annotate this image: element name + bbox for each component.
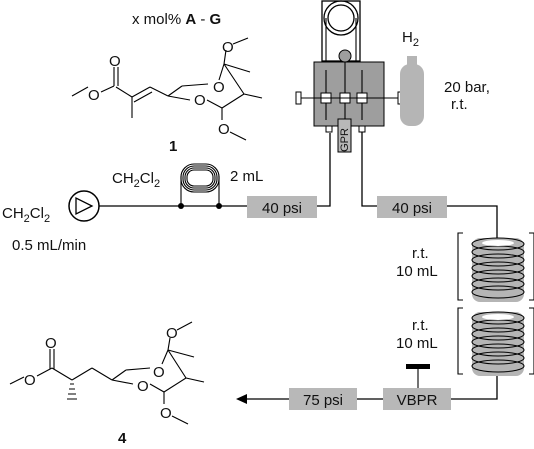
vbpr-label: VBPR bbox=[397, 392, 438, 409]
outlet-back-pressure-label: 75 psi bbox=[303, 392, 343, 409]
ring-oxygen-2: O bbox=[213, 79, 225, 96]
ring-oxygen-1: O bbox=[194, 92, 206, 109]
outlet-pressure-box bbox=[377, 196, 447, 218]
product-carbonyl-oxygen: O bbox=[45, 335, 57, 352]
gas-liquid-reactor bbox=[295, 0, 404, 153]
outlet-back-pressure-box bbox=[289, 388, 357, 410]
reactor1-volume: 10 mL bbox=[396, 263, 438, 280]
carbonyl-oxygen-atom: O bbox=[109, 53, 121, 70]
sample-loop-coil bbox=[178, 163, 222, 209]
coil-reactor-1 bbox=[457, 232, 534, 302]
reactor2-volume: 10 mL bbox=[396, 335, 438, 352]
compound-1-label: 1 bbox=[169, 138, 177, 155]
gpr-label: GPR bbox=[339, 128, 351, 152]
methoxy-oxygen-bottom: O bbox=[218, 121, 230, 138]
loop-solvent-label: CH2Cl2 bbox=[112, 170, 160, 190]
product-arrowhead bbox=[236, 394, 247, 404]
flow-rate-label: 0.5 mL/min bbox=[12, 237, 86, 254]
product-ring-oxygen-1: O bbox=[137, 378, 149, 395]
product-methoxy-oxygen-top: O bbox=[166, 325, 178, 342]
reactor2-temperature: r.t. bbox=[412, 317, 429, 334]
product-ester-oxygen: O bbox=[24, 372, 36, 389]
inlet-pressure-label: 40 psi bbox=[262, 200, 302, 217]
gas-temperature-label: r.t. bbox=[451, 96, 468, 113]
loop-volume-label: 2 mL bbox=[230, 168, 263, 185]
line-from-reactor bbox=[361, 132, 377, 207]
methoxy-oxygen-top: O bbox=[222, 39, 234, 56]
coil-reactor-2 bbox=[457, 307, 534, 376]
pump-icon bbox=[68, 190, 100, 222]
inlet-pressure-box bbox=[247, 196, 317, 218]
catalyst-label: x mol% A - G bbox=[132, 11, 221, 28]
gas-pressure-label: 20 bar, bbox=[444, 79, 490, 96]
compound-4-label: 4 bbox=[118, 430, 127, 447]
line-to-coil-1 bbox=[447, 205, 498, 238]
product-ring-oxygen-2: O bbox=[153, 364, 165, 381]
outlet-pressure-label: 40 psi bbox=[392, 200, 432, 217]
line-to-mixer bbox=[317, 133, 331, 207]
product-structure: O O O O O O bbox=[9, 321, 205, 425]
hydrogen-cylinder bbox=[400, 56, 424, 126]
starting-material-structure: O O O O O O bbox=[71, 37, 263, 141]
ester-oxygen-atom: O bbox=[88, 87, 100, 104]
gas-label: H2 bbox=[402, 29, 419, 49]
pump-solvent-label: CH2Cl2 bbox=[2, 205, 50, 225]
line-to-vbpr bbox=[451, 376, 498, 400]
vbpr-valve bbox=[406, 364, 430, 389]
vbpr-box bbox=[383, 388, 451, 410]
reactor1-temperature: r.t. bbox=[412, 245, 429, 262]
product-methoxy-oxygen-bottom: O bbox=[160, 405, 172, 422]
